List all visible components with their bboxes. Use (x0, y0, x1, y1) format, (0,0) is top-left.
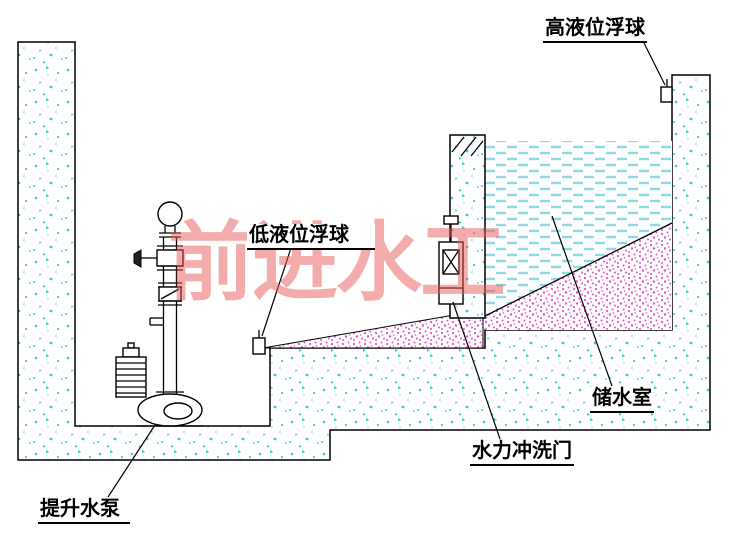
flush-gate-icon (438, 215, 464, 305)
leader-storage-chamber (551, 215, 613, 387)
leader-flush-gate (452, 301, 501, 440)
sediment-surface-line (484, 222, 673, 317)
leader-lift-pump (107, 424, 156, 498)
storage-tank-sediment (485, 223, 672, 330)
high-float-ball-icon (660, 79, 673, 103)
label-lift-pump: 提升水泵 (38, 498, 130, 524)
label-storage-chamber: 储水室 (590, 387, 654, 413)
label-hydraulic-flush-gate: 水力冲洗门 (470, 440, 574, 466)
wall-top-hatch (451, 136, 484, 157)
storage-tank-water (485, 141, 672, 316)
low-float-ball-icon (252, 330, 266, 355)
submersible-pump-icon (115, 201, 204, 427)
channel-sediment-wedge (262, 309, 484, 349)
leader-low-float (261, 247, 292, 337)
label-low-level-float: 低液位浮球 (247, 224, 375, 250)
label-high-level-float: 高液位浮球 (543, 17, 647, 43)
leader-high-float (642, 40, 666, 86)
